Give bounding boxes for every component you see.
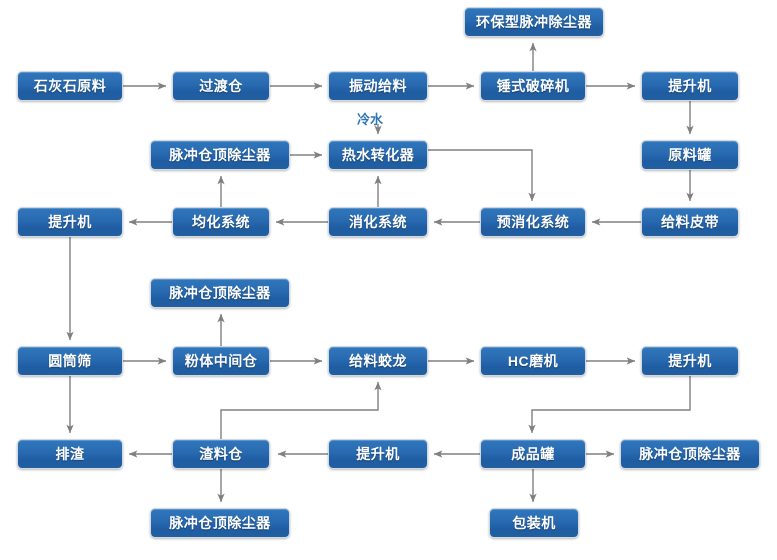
flow-node-label: 脉冲仓顶除尘器	[169, 147, 271, 163]
flow-node-label: 锤式破碎机	[496, 78, 570, 94]
flow-node-label: 提升机	[356, 446, 400, 462]
flow-node-n24[interactable]: 成品罐	[480, 439, 586, 469]
flow-node-label: 提升机	[668, 78, 712, 94]
flow-node-n26[interactable]: 脉冲仓顶除尘器	[150, 508, 290, 538]
flow-node-n25[interactable]: 脉冲仓顶除尘器	[620, 439, 760, 469]
flow-node-label: 消化系统	[349, 214, 407, 230]
flow-node-label: 脉冲仓顶除尘器	[169, 285, 271, 301]
flow-node-label: 热水转化器	[341, 147, 415, 163]
flow-node-n09[interactable]: 脉冲仓顶除尘器	[150, 140, 290, 170]
flow-node-label: 石灰石原料	[33, 78, 107, 94]
flow-node-label: 脉冲仓顶除尘器	[169, 515, 271, 531]
flow-node-n07[interactable]: 原料罐	[641, 140, 739, 170]
flow-node-n01[interactable]: 石灰石原料	[17, 71, 123, 101]
flow-node-n13[interactable]: 预消化系统	[480, 207, 586, 237]
flow-node-label: 提升机	[48, 214, 92, 230]
cold-water-label: 冷水	[357, 112, 384, 127]
flow-node-label: 成品罐	[511, 446, 555, 462]
flow-node-n15[interactable]: 脉冲仓顶除尘器	[150, 278, 290, 308]
flow-node-n22[interactable]: 渣料仓	[172, 439, 270, 469]
flow-node-n21[interactable]: 排渣	[17, 439, 123, 469]
flow-node-label: 渣料仓	[199, 446, 243, 462]
flow-node-label: 环保型脉冲除尘器	[476, 14, 592, 30]
flow-edge-e16	[428, 149, 536, 202]
flow-node-label: 均化系统	[192, 214, 250, 230]
flow-node-label: 原料罐	[668, 147, 712, 163]
flow-node-label: 排渣	[55, 446, 85, 462]
flow-node-n12[interactable]: 消化系统	[328, 207, 428, 237]
flow-node-label: 提升机	[668, 353, 712, 369]
flow-node-label: 脉冲仓顶除尘器	[639, 446, 741, 462]
flow-node-n27[interactable]: 包装机	[489, 508, 579, 538]
flow-node-label: 预消化系统	[496, 214, 570, 230]
flow-node-label: 振动给料	[349, 78, 407, 94]
flow-node-n23[interactable]: 提升机	[328, 439, 428, 469]
flow-node-label: 过渡仓	[199, 78, 243, 94]
flow-node-n11[interactable]: 均化系统	[172, 207, 270, 237]
flow-node-label: HC磨机	[507, 353, 559, 369]
flow-node-label: 包装机	[512, 515, 556, 531]
flow-node-n20[interactable]: 提升机	[641, 346, 739, 376]
flow-edge-e29	[528, 376, 691, 434]
flow-node-n17[interactable]: 粉体中间仓	[172, 346, 270, 376]
flow-edge-e28	[220, 381, 382, 439]
flow-node-n02[interactable]: 过渡仓	[172, 71, 270, 101]
flow-node-n14[interactable]: 给料皮带	[641, 207, 739, 237]
flow-node-n18[interactable]: 给料蛟龙	[328, 346, 428, 376]
flow-node-n05[interactable]: 提升机	[641, 71, 739, 101]
flow-node-n10[interactable]: 提升机	[17, 207, 123, 237]
flow-node-n19[interactable]: HC磨机	[480, 346, 586, 376]
flow-node-n06[interactable]: 环保型脉冲除尘器	[464, 7, 604, 37]
flow-node-label: 粉体中间仓	[184, 353, 258, 369]
flow-node-label: 给料蛟龙	[349, 353, 407, 369]
flow-node-label: 给料皮带	[661, 214, 719, 230]
flow-node-label: 圆筒筛	[48, 353, 92, 369]
flow-node-n16[interactable]: 圆筒筛	[17, 346, 123, 376]
flow-node-n03[interactable]: 振动给料	[328, 71, 428, 101]
flow-node-n08[interactable]: 热水转化器	[328, 140, 428, 170]
flow-node-n04[interactable]: 锤式破碎机	[480, 71, 586, 101]
